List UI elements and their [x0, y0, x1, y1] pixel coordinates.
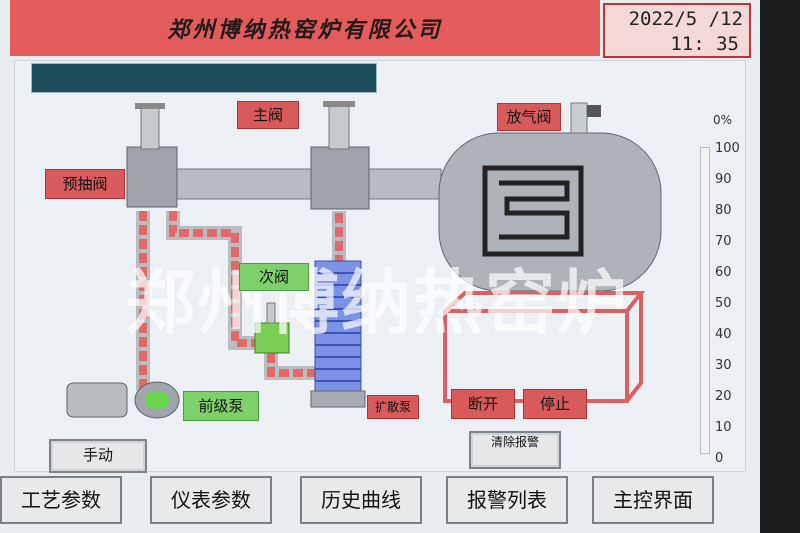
scale-unit: 0%	[713, 113, 733, 127]
nav-instrument-params[interactable]: 仪表参数	[150, 476, 272, 524]
tank-symbol	[482, 165, 584, 257]
scale-tick: 40	[715, 327, 732, 342]
main-pipe	[160, 168, 442, 200]
scale-tick: 80	[715, 203, 732, 218]
main-valve-label[interactable]: 主阀	[237, 101, 299, 129]
process-graphics	[66, 101, 662, 419]
main-valve-body	[310, 146, 370, 210]
pressure-scale-bar	[700, 147, 710, 454]
company-title: 郑州博纳热窑炉有限公司	[167, 17, 443, 43]
nav-main-control[interactable]: 主控界面	[592, 476, 714, 524]
scale-tick: 30	[715, 358, 732, 373]
manual-button[interactable]: 手动	[49, 439, 147, 473]
diffusion-pump-coil	[315, 272, 361, 382]
fore-pump-label[interactable]: 前级泵	[183, 391, 259, 421]
pre-pump-valve-body	[126, 146, 178, 208]
nav-alarm-list[interactable]: 报警列表	[446, 476, 568, 524]
date-display: 2022/5 /12	[628, 8, 743, 30]
datetime-box: 2022/5 /12 11: 35	[603, 3, 751, 58]
nav-history-curves[interactable]: 历史曲线	[300, 476, 422, 524]
main-valve-stem	[328, 104, 350, 150]
title-bar: 郑州博纳热窑炉有限公司	[10, 0, 600, 56]
tank-stand-edge	[443, 291, 646, 403]
scale-tick: 90	[715, 172, 732, 187]
valve-cap	[323, 101, 355, 107]
pre-pump-valve-label[interactable]: 预抽阀	[45, 169, 125, 199]
scale-tick: 100	[715, 141, 740, 156]
secondary-valve-body	[254, 322, 290, 354]
secondary-valve-label[interactable]: 次阀	[239, 263, 309, 291]
vent-valve-pipe	[570, 102, 588, 134]
scale-tick: 10	[715, 420, 732, 435]
fore-pump-status-indicator	[145, 391, 169, 409]
pump-base	[310, 390, 366, 408]
diffusion-pump-label[interactable]: 扩散泵	[367, 395, 419, 419]
scale-tick: 60	[715, 265, 732, 280]
pre-pump-valve-stem	[140, 106, 160, 150]
process-diagram: 郑州博纳热窑炉 主阀 预抽阀 放气阀 次阀 前级泵 扩散泵 断开 停止 手动 清…	[14, 60, 746, 473]
vent-valve-label[interactable]: 放气阀	[497, 103, 561, 131]
hmi-screen: 郑州博纳热窑炉有限公司 2022/5 /12 11: 35	[0, 0, 760, 533]
status-bar	[31, 63, 377, 93]
scale-tick: 50	[715, 296, 732, 311]
scale-tick: 70	[715, 234, 732, 249]
nav-process-params[interactable]: 工艺参数	[0, 476, 122, 524]
scale-tick: 0	[715, 451, 724, 466]
watermark: 郑州博纳热窑炉	[125, 262, 629, 344]
fore-line-flow	[139, 211, 263, 391]
scale-tick: 20	[715, 389, 732, 404]
heater-icon	[499, 180, 570, 240]
time-display: 11: 35	[670, 33, 739, 55]
fore-pump-motor	[66, 382, 128, 418]
vent-valve-icon	[587, 105, 601, 117]
disconnect-button[interactable]: 断开	[451, 389, 515, 419]
clear-alarm-button[interactable]: 清除报警	[469, 431, 561, 469]
stop-button[interactable]: 停止	[523, 389, 587, 419]
valve-cap	[135, 103, 165, 109]
secondary-valve-stem	[266, 302, 276, 324]
